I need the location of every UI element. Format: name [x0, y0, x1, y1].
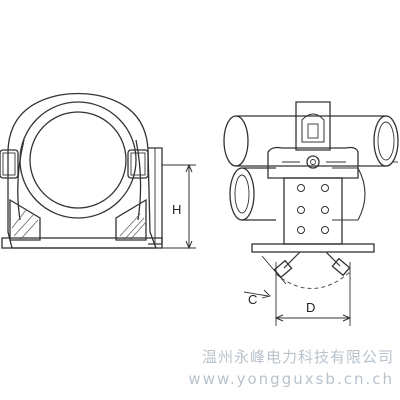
right-bolt-block	[127, 149, 149, 179]
top-bracket	[295, 101, 331, 151]
angled-bolt-left	[273, 251, 301, 279]
vertical-body	[283, 177, 343, 245]
body-holes	[297, 184, 329, 234]
clamp-plate	[267, 146, 359, 179]
horizontal-tube	[236, 115, 386, 167]
side-view	[223, 101, 399, 326]
branch-tube-end	[229, 167, 255, 221]
branch-tube	[242, 167, 276, 221]
angled-bolt-right	[325, 251, 351, 277]
watermark-company: 温州永峰电力科技有限公司	[201, 348, 394, 366]
center-bolt	[306, 155, 320, 169]
front-view	[0, 92, 196, 250]
diameter-label: D	[306, 300, 315, 315]
left-bolt-block	[0, 149, 19, 179]
lower-support-right	[115, 198, 147, 241]
tube-end-left	[223, 115, 249, 167]
inner-ring	[29, 111, 127, 209]
watermark-url: www.yongguxsb.cn.ch	[188, 370, 394, 388]
inner-frame	[17, 139, 142, 221]
height-label: H	[172, 202, 181, 217]
angle-arc	[275, 271, 351, 289]
outer-ring	[19, 101, 137, 219]
base-plate-right	[251, 243, 375, 253]
angle-label: C	[248, 292, 257, 307]
clamp-body-outline	[7, 92, 157, 249]
hatch-lines	[11, 209, 147, 241]
tube-end-right	[373, 115, 399, 167]
lower-support-left	[9, 198, 41, 241]
